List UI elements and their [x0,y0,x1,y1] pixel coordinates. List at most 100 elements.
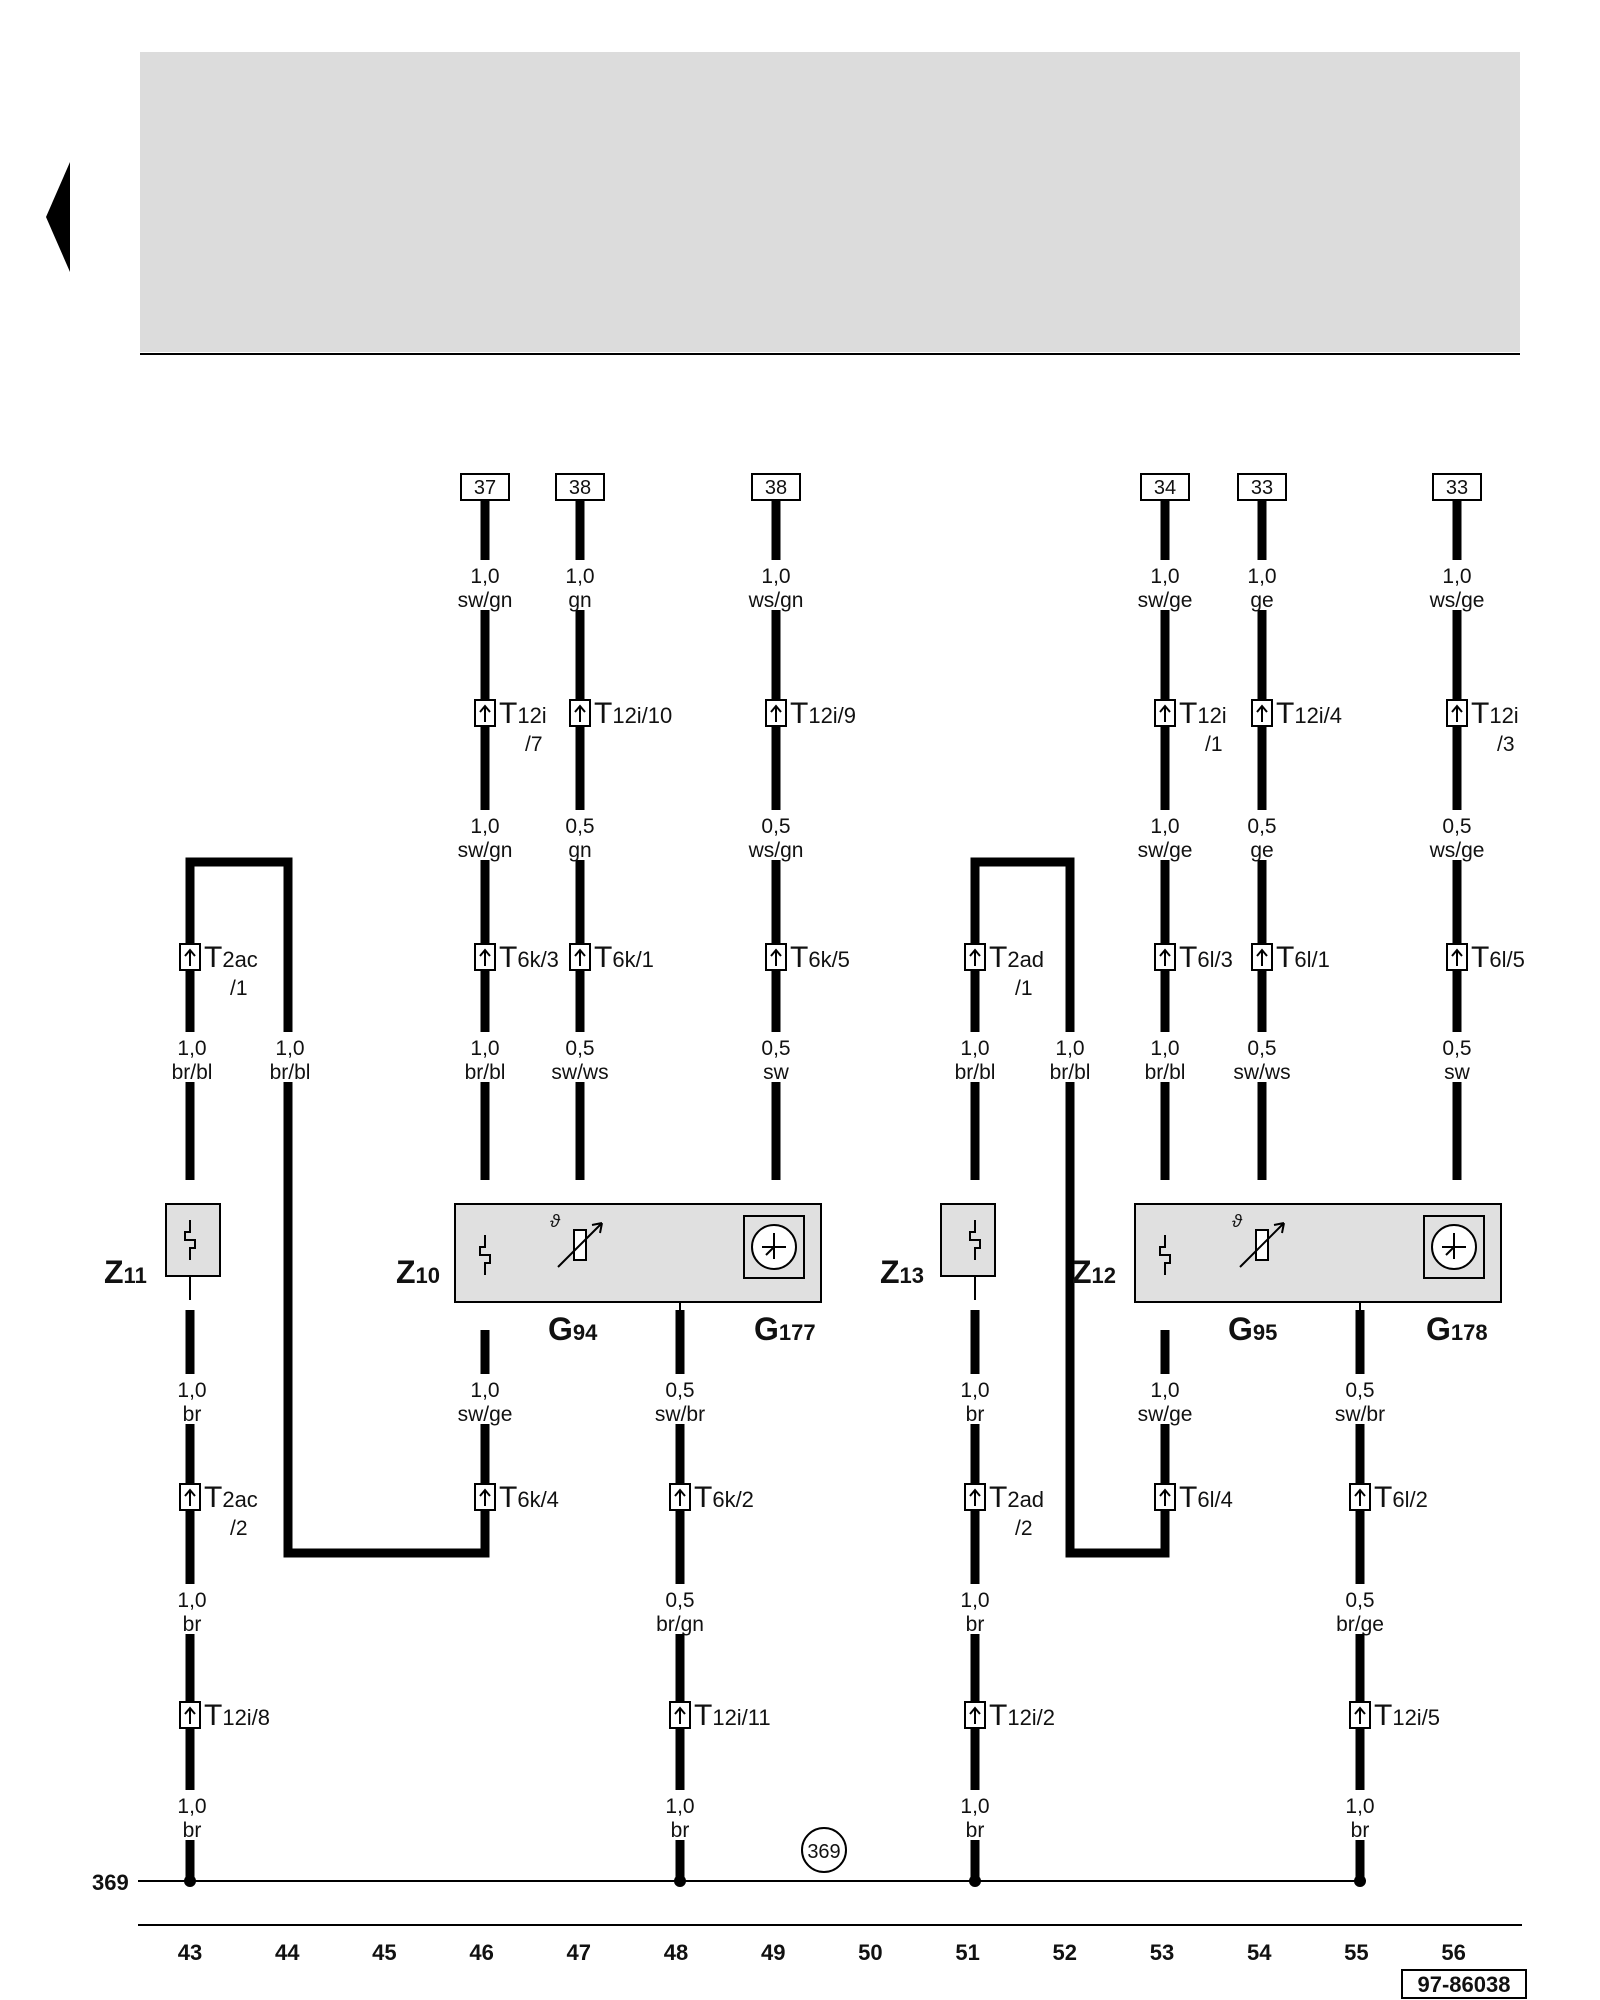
wire-label-bg [1125,810,1205,860]
wire-color: br/bl [172,1061,213,1084]
connector-sub-label: /1 [1205,733,1223,756]
wire-size: 1,0 [960,1795,989,1818]
wire-color: sw/ge [1138,839,1193,862]
wire-label-bg [540,810,620,860]
fuse-icon [969,1220,981,1260]
fuse-icon [184,1220,196,1260]
wire-label-bg [1222,810,1302,860]
connector-pin-icon [574,948,586,966]
connector-pin-icon [184,948,196,966]
wire-color: br [966,1819,985,1842]
connector-sub-label: /3 [1497,733,1515,756]
component-label: Z10 [396,1254,440,1290]
reference-number: 38 [569,477,591,499]
header-panel [140,52,1520,352]
connector-sub-label: /1 [230,977,248,1000]
connector-pin-icon [674,1488,686,1506]
component-label: Z13 [880,1254,924,1290]
track-number: 52 [1053,1940,1077,1965]
connector-pin-icon [1159,948,1171,966]
left-triangle-icon[interactable] [46,162,70,272]
wire-label-bg [1320,1584,1400,1634]
wire-label-bg [540,1032,620,1082]
adjust-arrow-icon [1239,1222,1285,1268]
reference-number: 33 [1251,477,1273,499]
connector-label: T12i [1471,697,1519,730]
wire-label-bg [1030,1032,1110,1082]
ground-circle-label: 369 [807,1841,840,1863]
reference-number: 38 [765,477,787,499]
connector-label: T6k/3 [499,941,559,974]
wire-color: br/ge [1336,1613,1384,1636]
connector-label: T6k/1 [594,941,654,974]
connector-label: T12i/2 [989,1699,1055,1732]
wire-color: br/bl [1145,1061,1186,1084]
wire-color: br [966,1403,985,1426]
wire-label-bg [736,560,816,610]
reference-box [555,473,605,501]
wire-label-bg [152,1032,232,1082]
wire-size: 1,0 [177,1379,206,1402]
drawing-number: 97-86038 [1418,1972,1511,1997]
wire-label-bg [152,1584,232,1634]
wire-color: br [966,1613,985,1636]
connector-pin-icon [770,704,782,722]
component-label: G178 [1426,1311,1488,1347]
reference-box [1140,473,1190,501]
wire-size: 1,0 [1247,565,1276,588]
wire-color: br [1351,1819,1370,1842]
connector-label: T6l/1 [1276,941,1330,974]
reference-box [460,473,510,501]
wire-color: sw/ge [458,1403,513,1426]
wire-color: sw/ws [551,1061,608,1084]
wire-color: br/bl [270,1061,311,1084]
wire-size: 0,5 [1247,1037,1276,1060]
connector-label: T6k/4 [499,1481,559,1514]
wire-label-bg [1222,560,1302,610]
track-number: 51 [955,1940,979,1965]
wire-label-bg [1320,1374,1400,1424]
wire-label-bg [445,560,525,610]
wire-label-bg [1125,560,1205,610]
wire-size: 1,0 [1150,815,1179,838]
adjust-arrow-icon [557,1222,603,1268]
connector-label: T12i/4 [1276,697,1342,730]
wire-size: 0,5 [1442,815,1471,838]
connector-label: T6k/2 [694,1481,754,1514]
track-number: 54 [1247,1940,1272,1965]
connector-pin-icon [574,704,586,722]
wire-label-bg [152,1790,232,1840]
wire-color: sw/ws [1233,1061,1290,1084]
wire-label-bg [152,1374,232,1424]
connector-label: T12i [499,697,547,730]
connector-pin-icon [1159,704,1171,722]
wire-size: 1,0 [177,1589,206,1612]
wire-color: br/bl [955,1061,996,1084]
wire-size: 0,5 [1345,1589,1374,1612]
connector-label: T6k/5 [790,941,850,974]
wire-label-bg [250,1032,330,1082]
wire-label-bg [935,1032,1015,1082]
connector-pin-icon [1354,1706,1366,1724]
connector-label: T2ad [989,941,1044,974]
connector-label: T12i/8 [204,1699,270,1732]
wire-size: 0,5 [565,815,594,838]
wire-label-bg [640,1584,720,1634]
component-label: Z12 [1072,1254,1116,1290]
wire-color: sw/br [1335,1403,1385,1426]
fuse-icon [479,1235,491,1275]
track-number: 55 [1344,1940,1368,1965]
wire-color: gn [568,839,591,862]
track-number: 44 [275,1940,300,1965]
track-number: 50 [858,1940,882,1965]
wire-size: 1,0 [960,1037,989,1060]
track-number: 48 [664,1940,688,1965]
wire-label-bg [1417,810,1497,860]
component-label: G177 [754,1311,816,1347]
wire [970,857,1170,1558]
fuse-icon [1159,1235,1171,1275]
wire-color: sw/br [655,1403,705,1426]
connector-label: T12i [1179,697,1227,730]
wire-label-bg [540,560,620,610]
